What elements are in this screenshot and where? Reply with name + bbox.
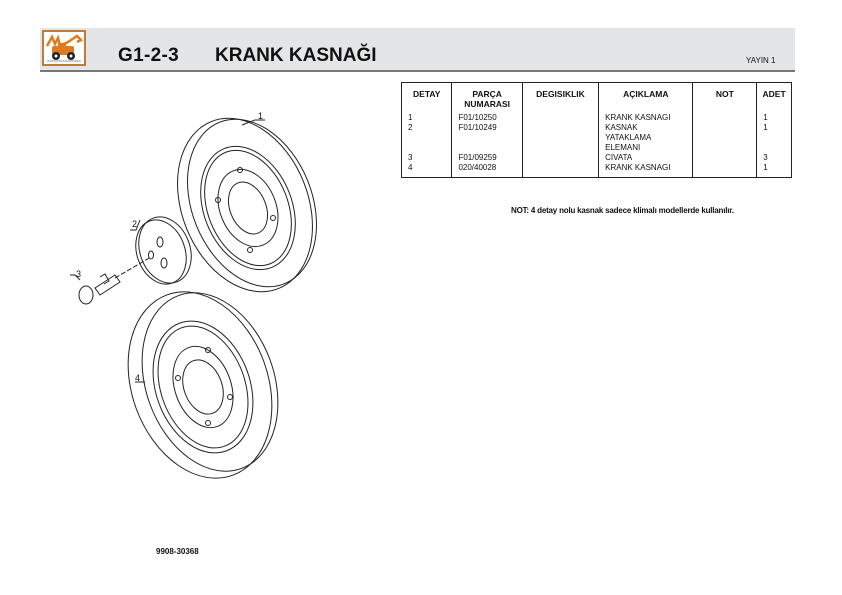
exploded-parts-drawing: 1 2 3 4	[70, 111, 317, 479]
parts-table: DETAY PARÇA NUMARASI DEGISIKLIK AÇIKLAMA…	[400, 82, 792, 178]
cell-adet: 1	[756, 113, 792, 123]
header-band	[40, 28, 795, 72]
table-row: 3 F01/09259 CIVATA 3	[400, 153, 792, 163]
footnote: NOT: 4 detay nolu kasnak sadece klimalı …	[511, 206, 734, 215]
callout-3: 3	[76, 269, 81, 279]
cell-not	[692, 123, 758, 153]
cell-parca: F01/09259	[451, 153, 523, 163]
cell-not	[692, 163, 758, 178]
cell-aciklama: KRANK KASNAGI	[598, 163, 694, 178]
cell-aciklama: KASNAK YATAKLAMA ELEMANI	[598, 123, 694, 153]
col-not: NOT	[692, 82, 758, 113]
cell-degisiklik	[521, 153, 600, 163]
cell-degisiklik	[521, 163, 600, 178]
cell-not	[692, 153, 758, 163]
table-row: 2 F01/10249 KASNAK YATAKLAMA ELEMANI 1	[400, 123, 792, 153]
cell-degisiklik	[521, 113, 600, 123]
backhoe-loader-icon	[42, 30, 86, 66]
cell-parca: F01/10249	[451, 123, 523, 153]
cell-adet: 1	[756, 163, 792, 178]
cell-detay: 2	[400, 123, 453, 153]
col-parca-numarasi: PARÇA NUMARASI	[451, 82, 523, 113]
page-title: KRANK KASNAĞI	[215, 45, 377, 66]
document-number: 9908-30368	[156, 547, 199, 556]
col-detay: DETAY	[400, 82, 453, 113]
cell-parca: F01/10250	[451, 113, 523, 123]
cell-not	[692, 113, 758, 123]
col-aciklama: AÇIKLAMA	[598, 82, 694, 113]
cell-aciklama: CIVATA	[598, 153, 694, 163]
cell-adet: 1	[756, 123, 792, 153]
edition-label: YAYIN 1	[746, 56, 776, 65]
cell-parca: 020/40028	[451, 163, 523, 178]
table-row: 4 020/40028 KRANK KASNAGI 1	[400, 163, 792, 178]
section-code: G1-2-3	[118, 45, 179, 66]
cell-adet: 3	[756, 153, 792, 163]
table-row: 1 F01/10250 KRANK KASNAGI 1	[400, 113, 792, 123]
cell-detay: 4	[400, 163, 453, 178]
cell-detay: 3	[400, 153, 453, 163]
cell-aciklama: KRANK KASNAGI	[598, 113, 694, 123]
callout-4: 4	[135, 373, 140, 383]
cell-detay: 1	[400, 113, 453, 123]
col-degisiklik: DEGISIKLIK	[521, 82, 600, 113]
callout-1: 1	[258, 111, 263, 121]
callout-2: 2	[132, 219, 137, 229]
cell-degisiklik	[521, 123, 600, 153]
table-header-row: DETAY PARÇA NUMARASI DEGISIKLIK AÇIKLAMA…	[400, 82, 792, 113]
col-adet: ADET	[756, 82, 792, 113]
